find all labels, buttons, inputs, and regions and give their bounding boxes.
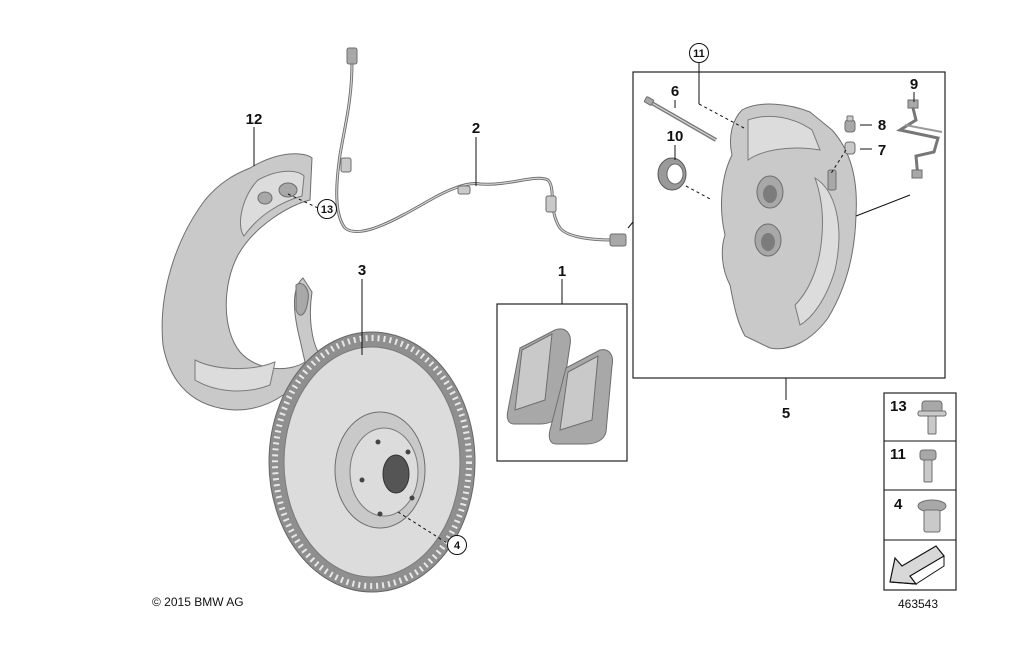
fastener-legend: 13 11 4: [883, 392, 957, 591]
brake-dust-shield[interactable]: [161, 153, 319, 411]
callout-7: 7: [878, 142, 886, 159]
callout-8: 8: [878, 117, 886, 134]
callout-1: 1: [558, 263, 566, 280]
bleeder-valve[interactable]: [844, 115, 856, 133]
brake-wear-sensor[interactable]: [335, 47, 627, 247]
brake-disc[interactable]: [268, 331, 476, 593]
flange-bolt-icon[interactable]: [917, 400, 947, 435]
callout-9: 9: [910, 76, 918, 93]
pad-retaining-spring[interactable]: [896, 99, 943, 179]
legend-label-4: 4: [894, 496, 903, 513]
diagram-number: 463543: [898, 597, 938, 611]
brake-caliper[interactable]: [721, 103, 857, 350]
leader-lines: [253, 62, 915, 544]
bleeder-cap[interactable]: [844, 141, 856, 155]
callout-2: 2: [472, 120, 480, 137]
brake-pads[interactable]: [506, 328, 613, 445]
orientation-arrow-icon: [889, 545, 945, 585]
wheel-bolt-icon[interactable]: [917, 499, 947, 533]
callout-3: 3: [358, 262, 366, 279]
callout-13: 13: [321, 204, 333, 216]
callout-12: 12: [246, 111, 263, 128]
hex-bolt-icon[interactable]: [919, 449, 937, 483]
callout-4: 4: [454, 540, 461, 552]
caliper-bolt[interactable]: [643, 96, 717, 142]
caliper-frame: [632, 71, 946, 379]
callout-5: 5: [782, 405, 790, 422]
callout-6: 6: [671, 83, 679, 100]
callout-10: 10: [667, 128, 684, 145]
callout-numbers: 12 13 2 3 4 1 5 11 6 10 8 7 9: [246, 43, 918, 555]
legend-label-13: 13: [890, 398, 907, 415]
caliper-seal-ring[interactable]: [657, 157, 687, 191]
legend-label-11: 11: [890, 446, 906, 463]
copyright-notice: © 2015 BMW AG: [152, 595, 244, 609]
callout-11: 11: [693, 48, 705, 60]
